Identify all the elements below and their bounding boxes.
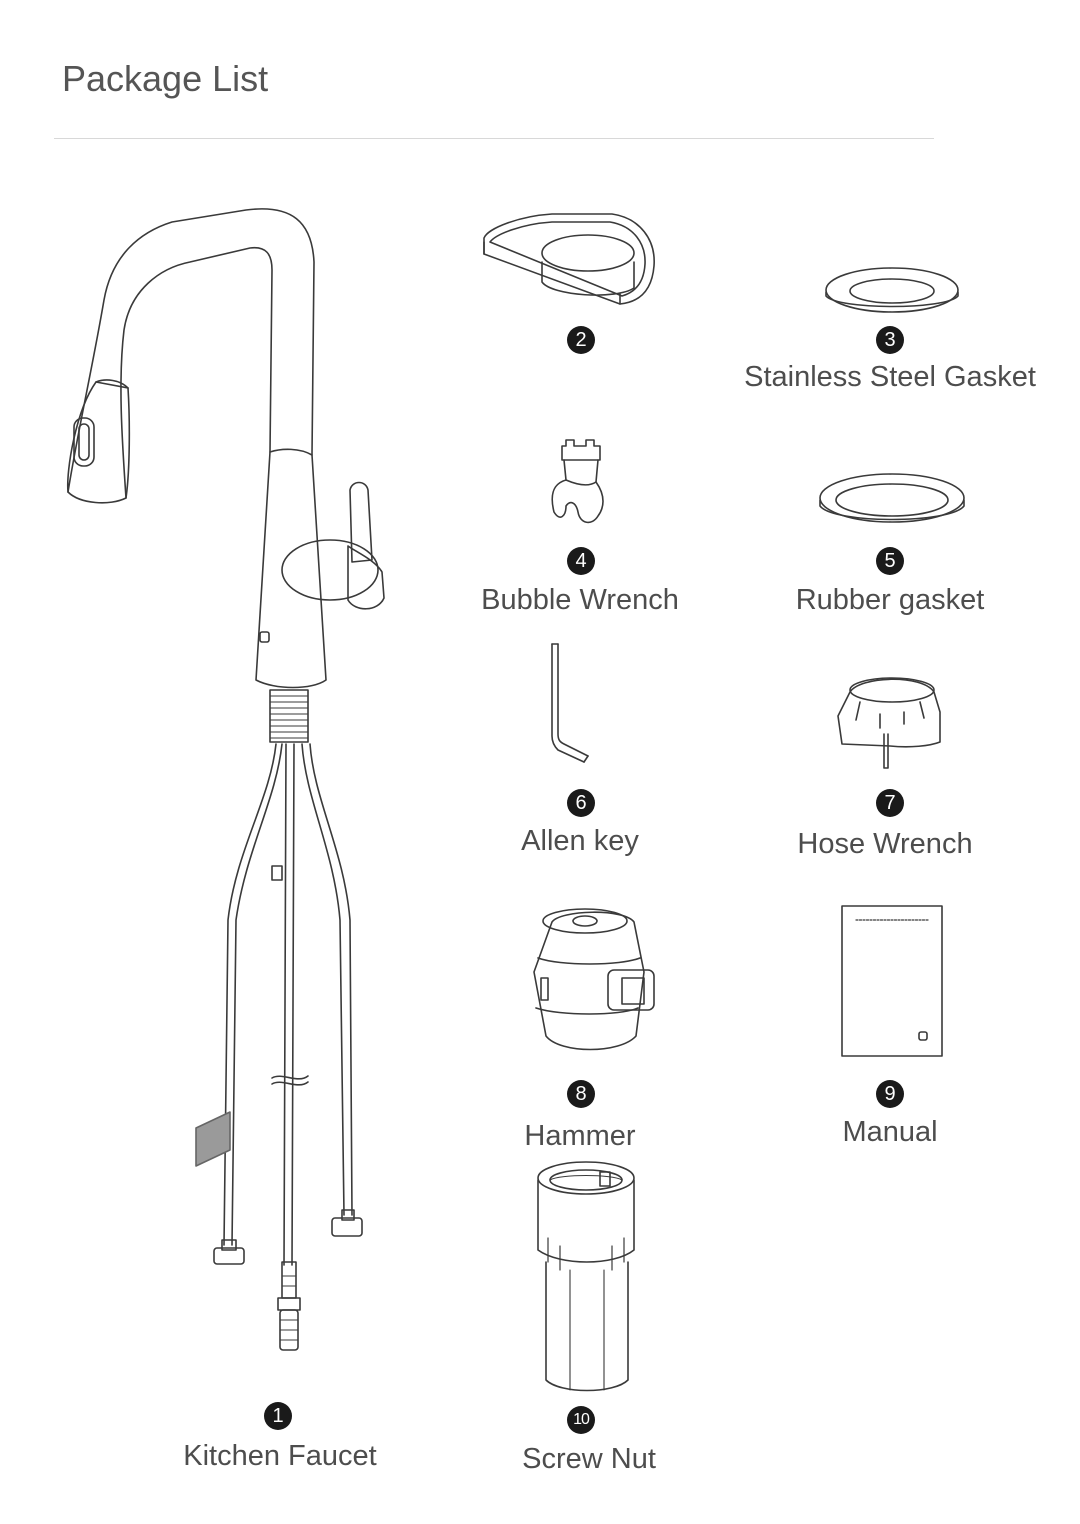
page-title: Package List [62, 58, 269, 99]
bubble-wrench-icon [551, 439, 604, 524]
manual-icon [841, 905, 943, 1057]
item-label-bubble-wrench: Bubble Wrench [481, 584, 679, 616]
item-label-kitchen-faucet: Kitchen Faucet [183, 1440, 377, 1472]
item-label-hose-wrench: Hose Wrench [797, 828, 973, 860]
screw-nut-icon [537, 1161, 635, 1392]
item-label-rubber-gasket: Rubber gasket [795, 584, 985, 616]
item-label-screw-nut: Screw Nut [522, 1443, 656, 1475]
hose-wrench-icon [837, 677, 941, 769]
item-number-8: 8 [567, 1080, 595, 1108]
item-label-allen-key: Allen key [521, 825, 639, 857]
steel-gasket-icon [825, 267, 959, 313]
item-number-2: 2 [567, 326, 595, 354]
base-plate-icon [483, 213, 655, 305]
allen-key-icon [551, 643, 589, 763]
item-number-10: 10 [567, 1406, 595, 1434]
faucet-icon [66, 208, 385, 1351]
item-label-manual: Manual [842, 1116, 938, 1148]
item-label-hammer: Hammer [524, 1120, 636, 1152]
rubber-gasket-icon [819, 473, 965, 523]
hammer-icon [533, 908, 655, 1051]
item-number-9: 9 [876, 1080, 904, 1108]
item-number-7: 7 [876, 789, 904, 817]
item-number-1: 1 [264, 1402, 292, 1430]
item-number-6: 6 [567, 789, 595, 817]
item-number-4: 4 [567, 547, 595, 575]
item-number-5: 5 [876, 547, 904, 575]
item-label-stainless-steel-gasket: Stainless Steel Gasket [744, 361, 1036, 393]
title-divider [54, 138, 934, 139]
item-number-3: 3 [876, 326, 904, 354]
